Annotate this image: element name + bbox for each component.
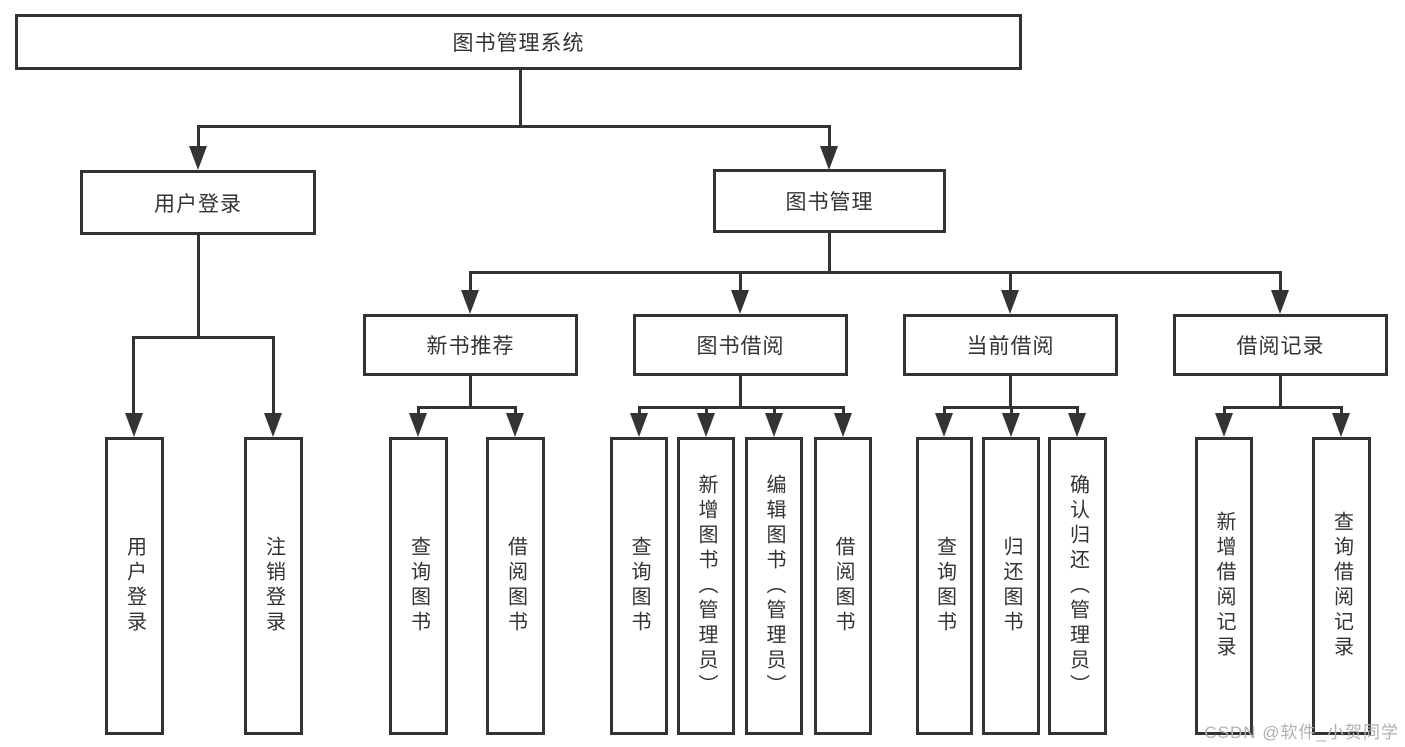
arrow-down-icon bbox=[1068, 413, 1086, 437]
arrow-down-icon bbox=[1001, 290, 1019, 314]
connector-line bbox=[638, 406, 845, 409]
node-label: 新书推荐 bbox=[426, 335, 515, 358]
arrow-down-icon bbox=[461, 290, 479, 314]
arrow-down-icon bbox=[765, 413, 783, 437]
arrow-down-icon bbox=[935, 413, 953, 437]
connector-line bbox=[739, 271, 742, 294]
node-label: 新增借阅记录 bbox=[1213, 511, 1235, 661]
node-label: 查询图书 bbox=[407, 536, 430, 636]
node-label: 查询借阅记录 bbox=[1330, 511, 1353, 661]
arrow-down-icon bbox=[264, 413, 282, 437]
leaf-borrow-books-recommend: 借阅图书 bbox=[486, 437, 545, 735]
node-label: 新增图书（管理员） bbox=[695, 473, 717, 699]
arrow-down-icon bbox=[697, 413, 715, 437]
node-label: 用户登录 bbox=[123, 536, 146, 636]
connector-line bbox=[197, 235, 200, 339]
node-label: 当前借阅 bbox=[966, 335, 1055, 358]
node-label: 查询图书 bbox=[933, 536, 956, 636]
node-label: 图书管理系统 bbox=[452, 32, 585, 55]
leaf-query-books-borrowing: 查询图书 bbox=[610, 437, 668, 735]
leaf-query-books-current: 查询图书 bbox=[916, 437, 973, 735]
leaf-user-login: 用户登录 bbox=[105, 437, 164, 735]
node-new-book-recommend: 新书推荐 bbox=[363, 314, 578, 376]
connector-line bbox=[197, 125, 200, 152]
leaf-add-book-admin: 新增图书（管理员） bbox=[677, 437, 735, 735]
arrow-down-icon bbox=[189, 146, 207, 170]
leaf-edit-book-admin: 编辑图书（管理员） bbox=[745, 437, 803, 735]
arrow-down-icon bbox=[1271, 290, 1289, 314]
connector-line bbox=[417, 406, 517, 409]
node-book-borrowing: 图书借阅 bbox=[633, 314, 848, 376]
connector-line bbox=[828, 125, 831, 152]
node-label: 图书管理 bbox=[785, 191, 874, 214]
node-label: 编辑图书（管理员） bbox=[763, 473, 785, 699]
connector-line bbox=[132, 336, 135, 418]
node-label: 图书借阅 bbox=[696, 335, 785, 358]
arrow-down-icon bbox=[630, 413, 648, 437]
connector-line bbox=[197, 125, 831, 128]
node-user-login-branch: 用户登录 bbox=[80, 170, 316, 235]
connector-line bbox=[469, 376, 472, 409]
node-label: 借阅图书 bbox=[832, 536, 854, 636]
arrow-down-icon bbox=[731, 290, 749, 314]
node-label: 注销登录 bbox=[262, 536, 285, 636]
csdn-watermark: CSDN @软件_小贺同学 bbox=[1204, 723, 1399, 742]
node-book-management-branch: 图书管理 bbox=[713, 169, 946, 233]
connector-line bbox=[1279, 271, 1282, 294]
connector-line bbox=[132, 336, 275, 339]
node-label: 归还图书 bbox=[1000, 536, 1022, 636]
arrow-down-icon bbox=[506, 413, 524, 437]
connector-line bbox=[828, 233, 831, 274]
node-label: 借阅图书 bbox=[504, 536, 527, 636]
node-label: 确认归还（管理员） bbox=[1066, 473, 1089, 699]
leaf-return-books: 归还图书 bbox=[982, 437, 1040, 735]
connector-line bbox=[1009, 271, 1012, 294]
connector-line bbox=[1279, 376, 1282, 409]
leaf-confirm-return-admin: 确认归还（管理员） bbox=[1048, 437, 1107, 735]
arrow-down-icon bbox=[820, 146, 838, 170]
arrow-down-icon bbox=[1002, 413, 1020, 437]
leaf-borrow-books: 借阅图书 bbox=[814, 437, 872, 735]
connector-line bbox=[469, 271, 472, 294]
arrow-down-icon bbox=[834, 413, 852, 437]
connector-line bbox=[519, 68, 522, 127]
arrow-down-icon bbox=[1332, 413, 1350, 437]
connector-line bbox=[1009, 376, 1012, 409]
arrow-down-icon bbox=[1215, 413, 1233, 437]
arrow-down-icon bbox=[409, 413, 427, 437]
node-label: 借阅记录 bbox=[1236, 335, 1325, 358]
connector-line bbox=[1223, 406, 1343, 409]
connector-line bbox=[469, 271, 1282, 274]
leaf-logout: 注销登录 bbox=[244, 437, 303, 735]
node-borrow-records: 借阅记录 bbox=[1173, 314, 1388, 376]
leaf-add-borrow-record: 新增借阅记录 bbox=[1195, 437, 1253, 735]
node-label: 查询图书 bbox=[628, 536, 650, 636]
node-current-borrowing: 当前借阅 bbox=[903, 314, 1118, 376]
connector-line bbox=[272, 336, 275, 418]
connector-line bbox=[739, 376, 742, 409]
node-label: 用户登录 bbox=[154, 192, 242, 216]
leaf-query-books-recommend: 查询图书 bbox=[389, 437, 448, 735]
leaf-query-borrow-record: 查询借阅记录 bbox=[1312, 437, 1371, 735]
node-root-library-system: 图书管理系统 bbox=[15, 14, 1022, 70]
arrow-down-icon bbox=[125, 413, 143, 437]
